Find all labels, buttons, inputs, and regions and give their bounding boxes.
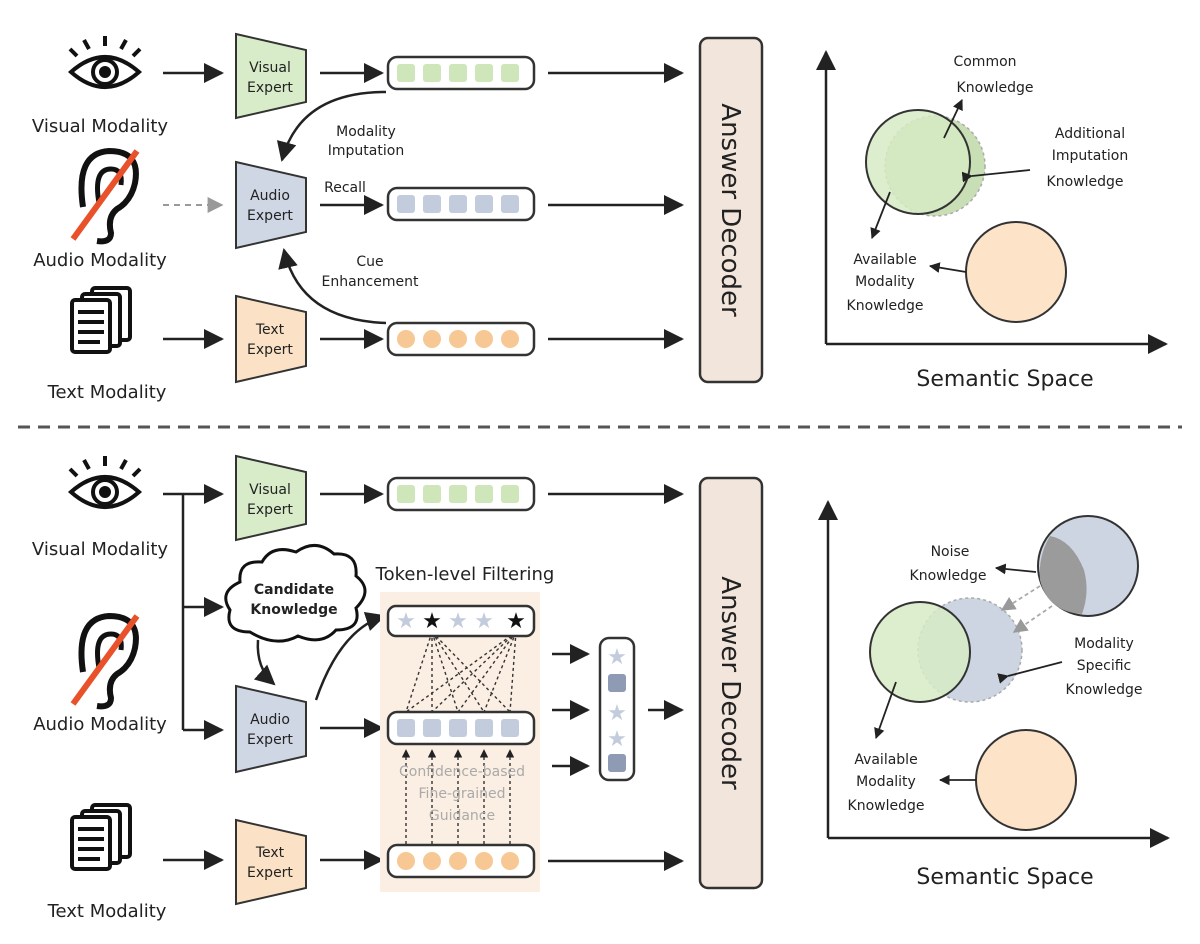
star-token-icon: ★ [396,609,416,634]
bottom-visual-expert: Visual Expert [235,454,307,542]
svg-text:Answer Decoder: Answer Decoder [715,103,745,317]
star-token-row: ★ ★ ★ ★ ★ [386,604,536,638]
svg-text:Fine-grained: Fine-grained [419,786,506,802]
svg-text:Modality: Modality [1074,636,1134,652]
svg-text:Expert: Expert [247,80,293,96]
svg-text:Knowledge: Knowledge [1066,682,1143,698]
svg-text:Enhancement: Enhancement [322,274,419,290]
svg-text:Semantic Space: Semantic Space [916,367,1093,392]
star-token-icon: ★ [422,609,442,634]
bottom-text-token-row [386,843,536,879]
svg-text:Semantic Space: Semantic Space [916,865,1093,890]
svg-text:Noise: Noise [931,544,970,560]
top-text-token-row [386,321,536,357]
cloud-to-audio-arrow [253,639,276,686]
svg-text:Knowledge: Knowledge [847,298,924,314]
bottom-semantic-space: Semantic Space Noise Knowledge Modality … [818,500,1170,890]
crossed-ear-icon [70,147,140,245]
bottom-audio-token-row [386,710,536,746]
bottom-audio-modality-label: Audio Modality [33,714,167,735]
crossed-ear-icon [70,612,140,710]
svg-text:Modality: Modality [855,274,915,290]
svg-text:Expert: Expert [247,502,293,518]
bottom-text-modality-label: Text Modality [47,901,167,922]
svg-text:Audio: Audio [250,712,290,728]
svg-text:Text: Text [255,322,285,338]
bottom-visual-modality-label: Visual Modality [32,539,169,560]
star-token-icon: ★ [448,609,468,634]
filtering-title: Token-level Filtering [375,564,555,585]
guidance-label: Confidence-based [399,764,525,780]
bottom-arrow-audio-stars [314,611,386,701]
svg-text:★: ★ [607,727,627,752]
fused-token-column: ★ ★ ★ [598,636,636,782]
top-text-expert: Text Expert [235,294,307,384]
svg-text:Expert: Expert [247,865,293,881]
svg-text:★: ★ [607,701,627,726]
svg-text:Knowledge: Knowledge [957,80,1034,96]
recall-label: Recall [324,180,366,196]
svg-text:Common: Common [953,54,1016,70]
top-semantic-space: Semantic Space Common Knowledge Addition… [816,50,1168,392]
svg-text:Visual: Visual [249,482,291,498]
eye-icon [67,456,143,509]
svg-text:Knowledge: Knowledge [910,568,987,584]
svg-text:Text: Text [255,845,285,861]
bottom-visual-token-row [386,476,536,512]
top-cue-arrow [278,248,387,325]
cue-label: Cue [356,254,383,270]
top-audio-token-row [386,186,536,222]
candidate-knowledge-label: Candidate [254,582,334,598]
svg-text:Specific: Specific [1077,658,1132,674]
top-audio-expert: Audio Expert [235,160,307,250]
svg-text:Audio: Audio [250,188,290,204]
svg-text:Imputation: Imputation [328,143,404,159]
guidance-arrows [401,749,515,844]
svg-text:Expert: Expert [247,208,293,224]
document-stack-icon [70,286,132,354]
bottom-text-expert: Text Expert [235,818,307,906]
star-token-icon: ★ [506,609,526,634]
svg-text:Imputation: Imputation [1052,148,1128,164]
svg-text:Available: Available [854,752,917,768]
imputation-label: Modality [336,124,396,140]
eye-icon [67,36,143,89]
svg-text:Expert: Expert [247,342,293,358]
star-token-icon: ★ [474,609,494,634]
top-visual-modality-label: Visual Modality [32,116,169,137]
top-text-modality-label: Text Modality [47,382,167,403]
svg-text:★: ★ [607,645,627,670]
svg-text:Answer Decoder: Answer Decoder [715,576,745,790]
bottom-branch-lines [163,484,224,870]
top-visual-expert: Visual Expert [235,32,307,120]
document-stack-icon [70,803,132,871]
filtering-dashed-links [405,631,517,713]
svg-text:Knowledge: Knowledge [1047,174,1124,190]
bottom-answer-decoder: Answer Decoder [698,476,764,890]
top-audio-modality-label: Audio Modality [33,250,167,271]
svg-text:Knowledge: Knowledge [848,798,925,814]
cloud-icon: Candidate Knowledge [224,544,367,643]
svg-text:Knowledge: Knowledge [250,602,337,618]
top-imputation-arrow [276,90,387,162]
svg-text:Visual: Visual [249,60,291,76]
svg-text:Modality: Modality [856,774,916,790]
svg-text:Available: Available [853,252,916,268]
svg-text:Guidance: Guidance [429,808,495,824]
bottom-audio-expert: Audio Expert [235,684,307,774]
top-answer-decoder: Answer Decoder [698,36,764,384]
svg-text:Expert: Expert [247,732,293,748]
svg-text:Additional: Additional [1055,126,1125,142]
top-visual-token-row [386,55,536,91]
